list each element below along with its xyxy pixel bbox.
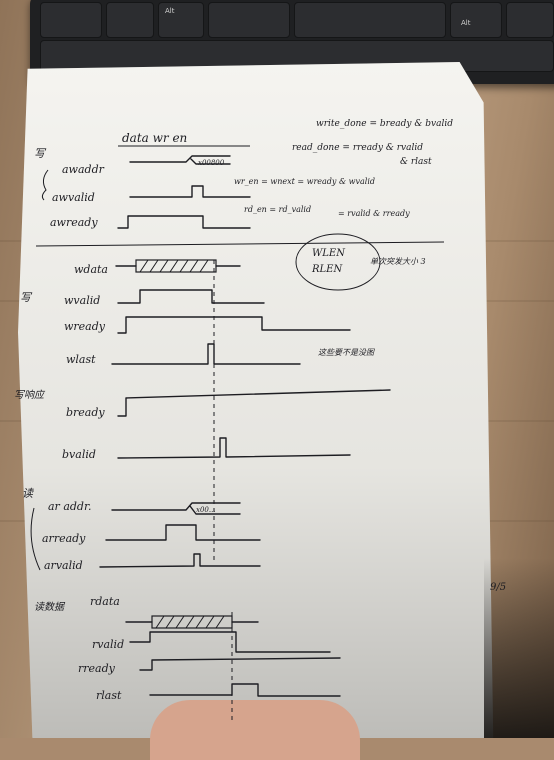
wlen-note: 单次突发大小 3 <box>370 257 426 266</box>
label-write-data: 写 <box>20 291 33 304</box>
label-awready: awready <box>50 216 98 229</box>
eq-rd-en: rd_en = rd_valid <box>244 205 311 214</box>
eq-write-done: write_done = bready & bvalid <box>316 119 453 129</box>
alt-key-label: Alt <box>165 7 175 15</box>
margin-note: 9/5 <box>490 582 506 593</box>
label-rlen: RLEN <box>311 264 343 275</box>
eq-rd-en-2: = rvalid & rready <box>338 209 410 218</box>
alt-key-label-right: Alt <box>461 19 471 27</box>
eq-read-done-2: & rlast <box>400 157 432 167</box>
label-wdata: wdata <box>74 263 108 276</box>
label-awaddr: awaddr <box>62 163 105 176</box>
label-read: 读 <box>22 487 34 500</box>
label-awvalid: awvalid <box>52 191 95 204</box>
label-wvalid: wvalid <box>64 294 100 307</box>
label-write-resp: 写响应 <box>14 389 46 401</box>
eq-read-done: read_done = rready & rvalid <box>292 143 423 153</box>
label-bvalid: bvalid <box>62 448 96 461</box>
label-rvalid: rvalid <box>92 638 124 651</box>
label-wlen: WLEN <box>312 248 346 259</box>
label-arready: arready <box>42 532 86 545</box>
note-header: data wr en <box>122 131 187 145</box>
notebook-page <box>18 62 494 738</box>
wlast-note: 这些要不是没图 <box>318 348 375 357</box>
label-read-data: 读数据 <box>34 601 66 613</box>
label-rdata: rdata <box>90 595 120 608</box>
label-wready: wready <box>64 320 106 333</box>
awaddr-value: x00800 <box>198 159 225 167</box>
label-rready: rready <box>78 662 116 675</box>
label-bready: bready <box>66 406 105 419</box>
handwritten-notes: data wr en 写 write_done = bready & bvali… <box>14 119 506 720</box>
label-arvalid: arvalid <box>44 559 83 572</box>
label-araddr: ar addr. <box>48 500 92 513</box>
araddr-value: x00... <box>196 506 216 514</box>
label-rlast: rlast <box>96 689 122 702</box>
label-write-addr: 写 <box>34 147 47 160</box>
label-wlast: wlast <box>66 353 96 366</box>
eq-wr-en: wr_en = wnext = wready & wvalid <box>234 177 375 186</box>
